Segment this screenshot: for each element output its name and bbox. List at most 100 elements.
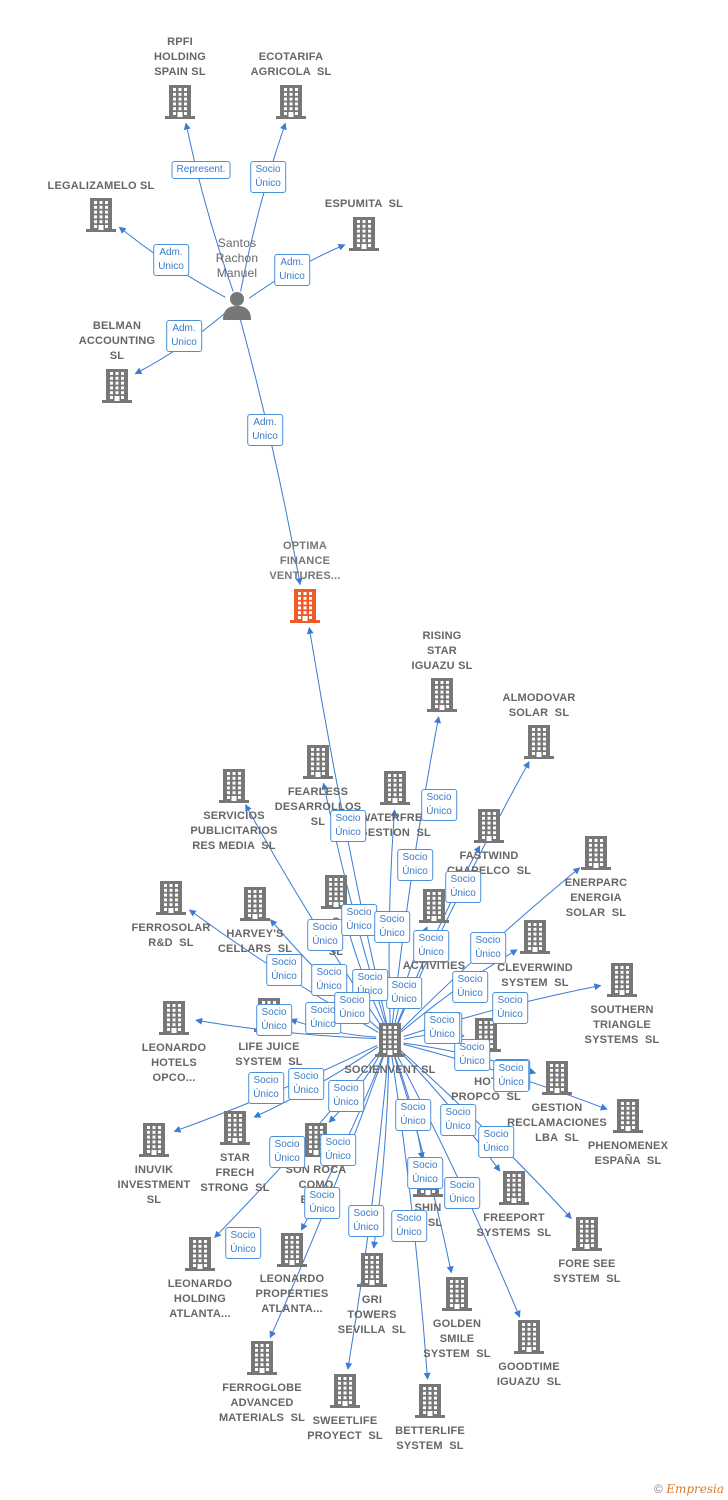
company-label-optima[interactable]: OPTIMA FINANCE VENTURES... (269, 540, 341, 582)
relation-label-extra: Socio Único (424, 1012, 460, 1044)
relation-label-sonroca: Socio Único (328, 1080, 364, 1112)
company-label-legalizamelo[interactable]: LEGALIZAMELO SL (47, 180, 155, 192)
relation-label-servicios: Socio Único (307, 919, 343, 951)
company-label-lifejuice[interactable]: LIFE JUICE SYSTEM SL (235, 1041, 303, 1068)
building-icon[interactable] (607, 963, 637, 1002)
building-icon[interactable] (442, 1277, 472, 1316)
company-label-betterlife[interactable]: BETTERLIFE SYSTEM SL (395, 1425, 465, 1452)
building-icon[interactable] (277, 1233, 307, 1272)
company-label-southern[interactable]: SOUTHERN TRIANGLE SYSTEMS SL (584, 1004, 660, 1046)
building-icon[interactable] (165, 85, 195, 124)
relation-label-leonardo_prop: Socio Único (304, 1187, 340, 1219)
company-label-phenomenex[interactable]: PHENOMENEX ESPAÑA SL (587, 1140, 669, 1167)
company-label-servicios[interactable]: SERVICIOS PUBLICITARIOS RES MEDIA SL (190, 810, 278, 852)
building-icon[interactable] (419, 889, 449, 928)
building-icon[interactable] (276, 85, 306, 124)
relation-label-enerparc: Socio Único (492, 992, 528, 1024)
company-label-ferroglobe[interactable]: FERROGLOBE ADVANCED MATERIALS SL (218, 1382, 306, 1424)
building-icon[interactable] (572, 1217, 602, 1256)
relation-label-fearless: Socio Único (330, 810, 366, 842)
company-label-gestion_recl[interactable]: GESTION RECLAMACIONES LBA SL (507, 1102, 607, 1144)
relation-label-inuvik: Socio Único (248, 1072, 284, 1104)
building-icon[interactable] (514, 1320, 544, 1359)
relation-label-rising: Socio Único (421, 789, 457, 821)
building-icon[interactable] (357, 1253, 387, 1292)
relation-label-extra: Socio Único (386, 977, 422, 1009)
brand-logo[interactable]: Empresia (666, 1482, 724, 1496)
building-icon[interactable] (156, 881, 186, 920)
building-icon[interactable] (303, 745, 333, 784)
edge-person-optima (239, 318, 303, 586)
relation-label-ferroglobe: Socio Único (269, 1136, 305, 1168)
company-label-socienvent[interactable]: SOCIENVENT SL (344, 1064, 436, 1076)
relation-label-ecotarifa: Socio Único (250, 161, 286, 193)
relation-label-harveys: Socio Único (311, 964, 347, 996)
company-label-sweetlife[interactable]: SWEETLIFE PROYECT SL (307, 1415, 383, 1442)
relation-label-shine: Socio Único (407, 1157, 443, 1189)
relation-label-gestion_recl: Socio Único (440, 1104, 476, 1136)
company-label-almodovar[interactable]: ALMODOVAR SOLAR SL (502, 692, 576, 719)
building-icon[interactable] (219, 769, 249, 808)
relation-label-freeport: Socio Único (444, 1177, 480, 1209)
building-icon[interactable] (427, 678, 457, 717)
company-label-ecotarifa[interactable]: ECOTARIFA AGRICOLA SL (250, 51, 332, 78)
building-icon[interactable] (349, 217, 379, 256)
company-label-belman[interactable]: BELMAN ACCOUNTING SL (78, 320, 156, 362)
relation-label-extra: Socio Único (413, 930, 449, 962)
company-label-ferrosolar[interactable]: FERROSOLAR R&D SL (131, 922, 211, 949)
company-label-leonardo_prop[interactable]: LEONARDO PROPERTIES ATLANTA... (255, 1273, 329, 1315)
person-name[interactable]: Santos Rachon Manuel (215, 236, 259, 280)
company-label-hotpropco[interactable]: HOT PROPCO SL (451, 1076, 521, 1103)
building-icon[interactable] (321, 875, 351, 914)
relation-label-optima: Adm. Unico (247, 414, 283, 446)
relation-label-golden: Socio Único (395, 1099, 431, 1131)
building-icon[interactable] (102, 369, 132, 408)
company-label-harveys[interactable]: HARVEY'S CELLARS SL (217, 928, 293, 955)
building-icon[interactable] (290, 589, 320, 628)
company-label-enerparc[interactable]: ENERPARC ENERGIA SOLAR SL (564, 877, 628, 919)
company-label-inuvik[interactable]: INUVIK INVESTMENT SL (117, 1164, 191, 1206)
relation-label-belman: Adm. Unico (166, 320, 202, 352)
building-icon[interactable] (524, 725, 554, 764)
company-label-foresee[interactable]: FORE SEE SYSTEM SL (553, 1258, 621, 1285)
building-icon[interactable] (415, 1384, 445, 1423)
company-label-starfrech[interactable]: STAR FRECH STRONG SL (200, 1152, 270, 1194)
building-icon[interactable] (220, 1111, 250, 1150)
building-icon[interactable] (139, 1123, 169, 1162)
relation-label-leonardo_hotels: Socio Único (256, 1004, 292, 1036)
building-icon[interactable] (375, 1023, 405, 1062)
building-icon[interactable] (613, 1099, 643, 1138)
person-icon[interactable] (222, 290, 252, 325)
edge-person-ecotarifa (240, 122, 287, 292)
company-label-espumita[interactable]: ESPUMITA SL (324, 198, 404, 210)
relation-label-extra: Socio Único (334, 992, 370, 1024)
relation-label-cleverwind: Socio Único (452, 971, 488, 1003)
building-icon[interactable] (499, 1171, 529, 1210)
relation-label-hotpropco: Socio Único (454, 1039, 490, 1071)
copyright-icon: © (654, 1482, 663, 1496)
building-icon[interactable] (240, 887, 270, 926)
building-icon[interactable] (581, 836, 611, 875)
relation-label-starfrech: Socio Único (288, 1068, 324, 1100)
building-icon[interactable] (86, 198, 116, 237)
company-label-rising[interactable]: RISING STAR IGUAZU SL (411, 630, 473, 672)
building-icon[interactable] (520, 920, 550, 959)
company-label-goodtime[interactable]: GOODTIME IGUAZU SL (496, 1361, 562, 1388)
building-icon[interactable] (542, 1061, 572, 1100)
relation-label-almodovar: Socio Único (445, 871, 481, 903)
building-icon[interactable] (159, 1001, 189, 1040)
company-label-cleverwind[interactable]: CLEVERWIND SYSTEM SL (497, 962, 573, 989)
building-icon[interactable] (247, 1341, 277, 1380)
company-label-freeport[interactable]: FREEPORT SYSTEMS SL (476, 1212, 552, 1239)
company-label-rpfi[interactable]: RPFI HOLDING SPAIN SL (153, 36, 207, 78)
building-icon[interactable] (330, 1374, 360, 1413)
relation-label-waterfree: Socio Único (397, 849, 433, 881)
company-label-waterfree[interactable]: WATERFREE GESTION SL (359, 812, 431, 839)
company-label-leonardo_holding[interactable]: LEONARDO HOLDING ATLANTA... (167, 1278, 233, 1320)
company-label-golden[interactable]: GOLDEN SMILE SYSTEM SL (423, 1318, 491, 1360)
company-label-leonardo_hotels[interactable]: LEONARDO HOTELS OPCO... (141, 1042, 207, 1084)
building-icon[interactable] (185, 1237, 215, 1276)
company-label-gri[interactable]: GRI TOWERS SEVILLA SL (337, 1294, 407, 1336)
building-icon[interactable] (380, 771, 410, 810)
building-icon[interactable] (474, 809, 504, 848)
